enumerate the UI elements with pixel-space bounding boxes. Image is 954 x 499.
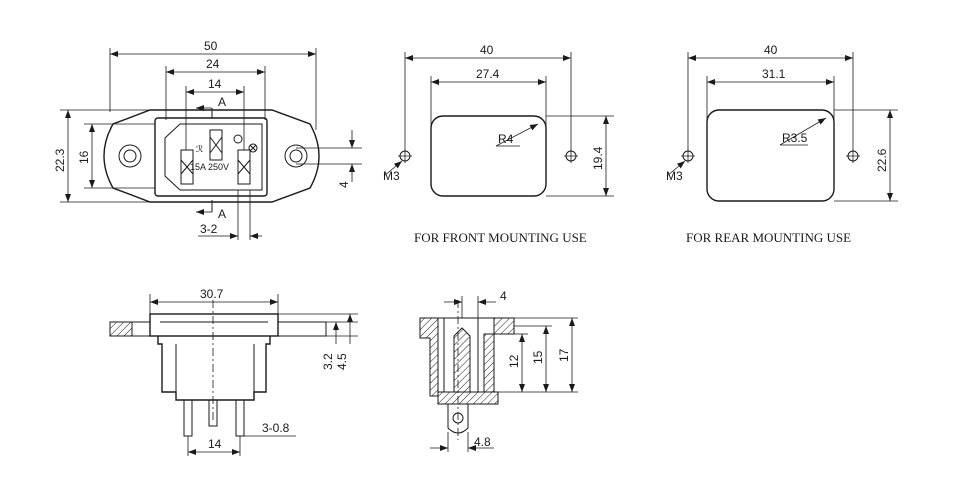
earth-symbol-icon (233, 134, 243, 144)
side-view: 30.7 3.2 4.5 14 3-0.8 (109, 287, 358, 456)
section-mark-top: A (218, 95, 226, 109)
rear-radius-label: R3.5 (782, 131, 808, 145)
pin-left (180, 149, 194, 185)
section-view: 4 12 15 17 4.8 (419, 289, 578, 452)
rating-label: 15A 250V (190, 162, 229, 172)
section-wall-left (419, 317, 439, 397)
side-dim-30-7: 30.7 (200, 287, 224, 301)
dim-14: 14 (208, 77, 222, 91)
screw-symbol-icon (248, 143, 258, 153)
front-dim-40: 40 (480, 43, 494, 57)
rear-dim-31-1: 31.1 (762, 67, 786, 81)
flange-left-section (109, 321, 133, 337)
side-dim-3-2: 3.2 (321, 353, 335, 370)
front-caption: FOR FRONT MOUNTING USE (414, 230, 587, 245)
dim-50: 50 (204, 39, 218, 53)
section-base (437, 391, 499, 405)
rear-caption: FOR REAR MOUNTING USE (686, 230, 851, 245)
section-dim-4: 4 (500, 289, 507, 303)
dim-22-3: 22.3 (53, 148, 67, 172)
mount-hole-left (118, 144, 142, 168)
top-view: ℛ 15A 250V 50 24 14 A A 22.3 16 (53, 39, 362, 240)
flange-outline (103, 109, 320, 203)
side-dim-4-5: 4.5 (335, 353, 349, 370)
flange-right (277, 321, 327, 337)
rear-dim-22-6: 22.6 (875, 148, 889, 172)
dim-16: 16 (77, 150, 91, 164)
side-body (157, 336, 271, 401)
side-flange (149, 313, 279, 337)
rear-cutout-outline (706, 109, 835, 202)
front-screw-label: M3 (383, 169, 400, 183)
section-pin (453, 327, 471, 393)
rear-screw-label: M3 (666, 169, 683, 183)
dim-3-2: 3-2 (200, 222, 218, 236)
front-dim-27-4: 27.4 (476, 67, 500, 81)
dim-24: 24 (206, 57, 220, 71)
section-dim-15: 15 (531, 350, 545, 364)
section-dim-12: 12 (507, 354, 521, 368)
front-cutout-outline (430, 115, 547, 197)
pin-earth (209, 129, 223, 161)
side-pin-left (183, 399, 193, 437)
side-pin-right (235, 399, 245, 437)
mount-hole-left-inner (123, 149, 137, 163)
section-wall-top-right (493, 317, 515, 335)
side-dim-14: 14 (208, 437, 222, 451)
body-outline (154, 117, 268, 197)
rear-dim-40: 40 (764, 43, 778, 57)
socket-outline (164, 123, 263, 191)
side-dim-3-0-8: 3-0.8 (262, 421, 290, 435)
rear-cutout-view: 40 31.1 22.6 R3.5 M3 FOR REAR MOUNTING U… (666, 43, 898, 245)
dim-4-top: 4 (337, 181, 351, 188)
section-dim-4-8: 4.8 (474, 435, 491, 449)
front-dim-19-4: 19.4 (591, 146, 605, 170)
front-cutout-view: 40 27.4 19.4 R4 M3 FOR FRONT MOUNTING US… (383, 43, 614, 245)
ul-mark-icon: ℛ (196, 144, 203, 154)
side-pin-mid (208, 399, 218, 427)
section-mark-bottom: A (218, 207, 226, 221)
front-radius-label: R4 (498, 132, 514, 146)
mount-hole-right (284, 144, 308, 168)
section-dim-17: 17 (557, 348, 571, 362)
mount-hole-right-inner (289, 149, 303, 163)
